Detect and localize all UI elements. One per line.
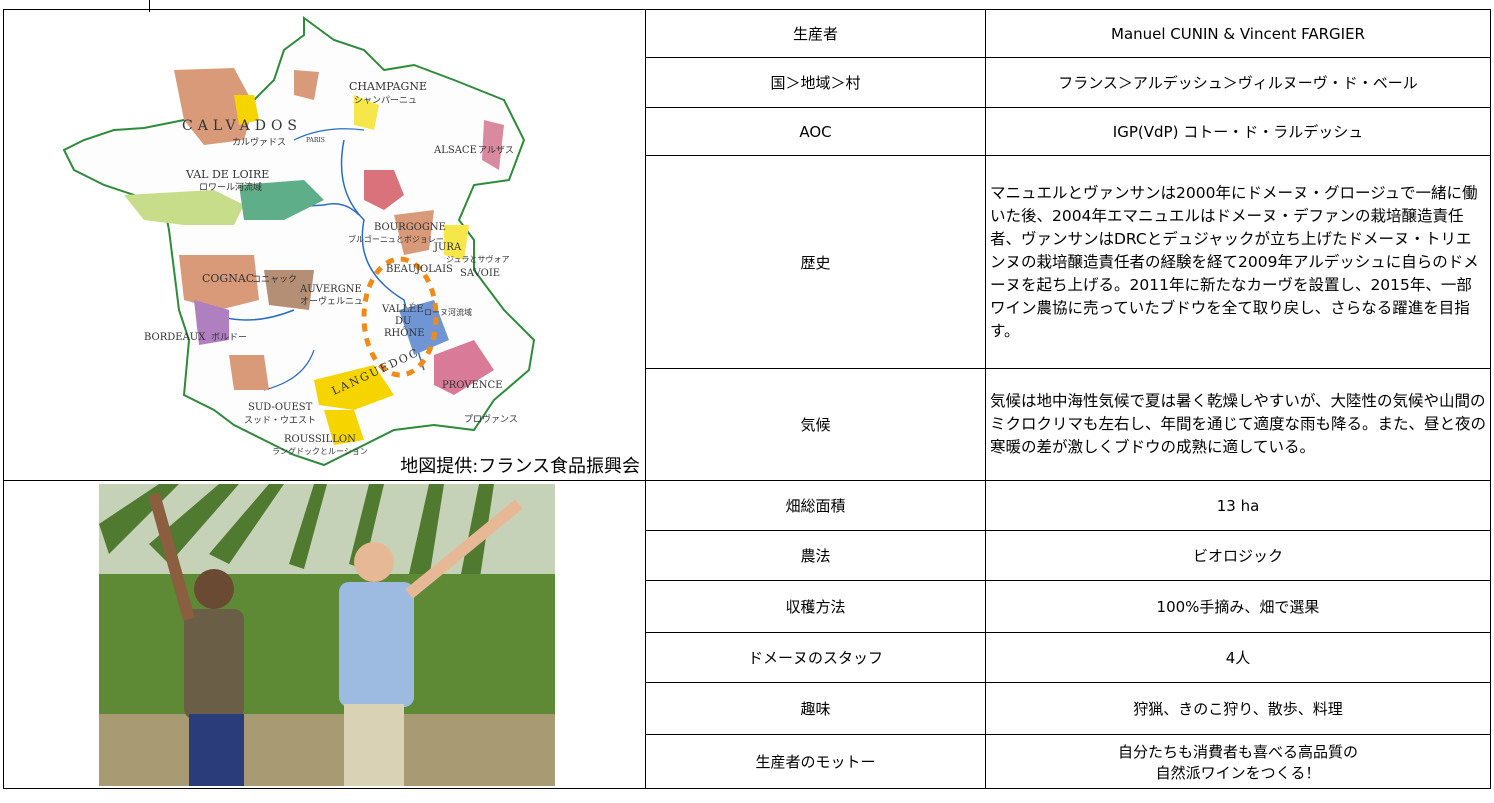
map-label-jura-jp: ジュラとサヴォア — [446, 254, 509, 264]
value-harvest: 100%手摘み、畑で選果 — [985, 580, 1491, 633]
map-label-paris: PARIS — [306, 137, 325, 144]
map-label-val-de-loire-jp: ロワール河流域 — [199, 181, 262, 193]
producers-photo — [99, 484, 555, 786]
map-label-bourgogne-jp: ブルゴーニュとボジョレー — [348, 234, 444, 244]
map-label-roussillon: ROUSSILLON — [284, 434, 356, 445]
value-hobbies: 狩猟、きのこ狩り、散歩、料理 — [985, 682, 1491, 735]
label-motto: 生産者のモットー — [645, 734, 986, 789]
producer-info-table: CALVADOS カルヴァドス CHAMPAGNE シャンパーニュ ALSACE… — [3, 9, 1491, 789]
map-label-rhone-3: RHÔNE — [384, 327, 425, 339]
value-farming: ビオロジック — [985, 530, 1491, 581]
header-cell-edge — [0, 0, 150, 12]
label-history: 歴史 — [645, 155, 986, 369]
map-caption: 地図提供:フランス食品振興会 — [400, 456, 640, 477]
label-climate: 気候 — [645, 368, 986, 481]
map-label-auvergne: AUVERGNE — [299, 284, 362, 295]
map-label-alsace-jp: アルザス — [478, 145, 514, 156]
map-label-jura: JURA — [433, 242, 462, 253]
map-label-beaujolais: BEAUJOLAIS — [386, 264, 453, 275]
value-motto: 自分たちも消費者も喜べる高品質の 自然派ワインをつくる！ — [985, 734, 1491, 789]
value-region: フランス＞アルデッシュ＞ヴィルヌーヴ・ド・ベール — [985, 57, 1491, 108]
map-label-cognac: COGNAC — [202, 272, 254, 285]
map-label-sud-ouest-jp: スッド・ウエスト — [244, 415, 316, 426]
map-label-bourgogne: BOURGOGNE — [374, 222, 446, 233]
map-label-alsace: ALSACE — [433, 145, 477, 156]
map-label-rhone-1: VALLÉE — [381, 303, 424, 315]
value-aoc: IGP(VdP) コトー・ド・ラルデッシュ — [985, 107, 1491, 156]
map-cell: CALVADOS カルヴァドス CHAMPAGNE シャンパーニュ ALSACE… — [3, 9, 646, 481]
map-label-val-de-loire: VAL DE LOIRE — [185, 168, 269, 181]
map-label-provence: PROVENCE — [442, 380, 503, 391]
map-label-champagne: CHAMPAGNE — [349, 80, 427, 93]
map-label-bordeaux-jp: ボルドー — [211, 332, 247, 343]
value-motto-line2: 自然派ワインをつくる！ — [1155, 763, 1321, 782]
map-label-calvados-jp: カルヴァドス — [232, 136, 286, 148]
france-wine-map: CALVADOS カルヴァドス CHAMPAGNE シャンパーニュ ALSACE… — [62, 16, 536, 467]
label-farming: 農法 — [645, 530, 986, 581]
label-vineyard-area: 畑総面積 — [645, 480, 986, 531]
value-vineyard-area: 13 ha — [985, 480, 1491, 531]
label-aoc: AOC — [645, 107, 986, 156]
map-label-roussillon-jp: ラングドックとルーション — [272, 446, 368, 456]
map-label-calvados: CALVADOS — [182, 118, 302, 134]
map-label-rhone-jp: ローヌ河流域 — [424, 307, 472, 317]
label-region: 国＞地域＞村 — [645, 57, 986, 108]
value-motto-line1: 自分たちも消費者も喜べる高品質の — [1117, 742, 1358, 761]
value-history: マニュエルとヴァンサンは2000年にドメーヌ・グロージュで一緒に働いた後、200… — [985, 155, 1491, 369]
map-label-provence-jp: プロヴァンス — [464, 413, 518, 425]
map-label-cognac-jp: コニャック — [252, 274, 297, 285]
map-label-bordeaux: BORDEAUX — [144, 332, 206, 343]
value-climate: 気候は地中海性気候で夏は暑く乾燥しやすいが、大陸性の気候や山間のミクロクリマも左… — [985, 368, 1491, 481]
label-producer: 生産者 — [645, 9, 986, 58]
value-producer: Manuel CUNIN & Vincent FARGIER — [985, 9, 1491, 58]
label-hobbies: 趣味 — [645, 682, 986, 735]
map-label-savoie: SAVOIE — [460, 268, 500, 279]
value-staff: 4人 — [985, 632, 1491, 683]
map-label-rhone-2: DU — [395, 316, 411, 327]
label-staff: ドメーヌのスタッフ — [645, 632, 986, 683]
label-harvest: 収穫方法 — [645, 580, 986, 633]
photo-cell — [3, 480, 646, 789]
rhone-highlight — [361, 256, 439, 378]
map-label-champagne-jp: シャンパーニュ — [354, 95, 417, 106]
map-label-auvergne-jp: オーヴェルニュ — [300, 295, 363, 307]
map-label-sud-ouest: SUD-OUEST — [248, 402, 313, 413]
